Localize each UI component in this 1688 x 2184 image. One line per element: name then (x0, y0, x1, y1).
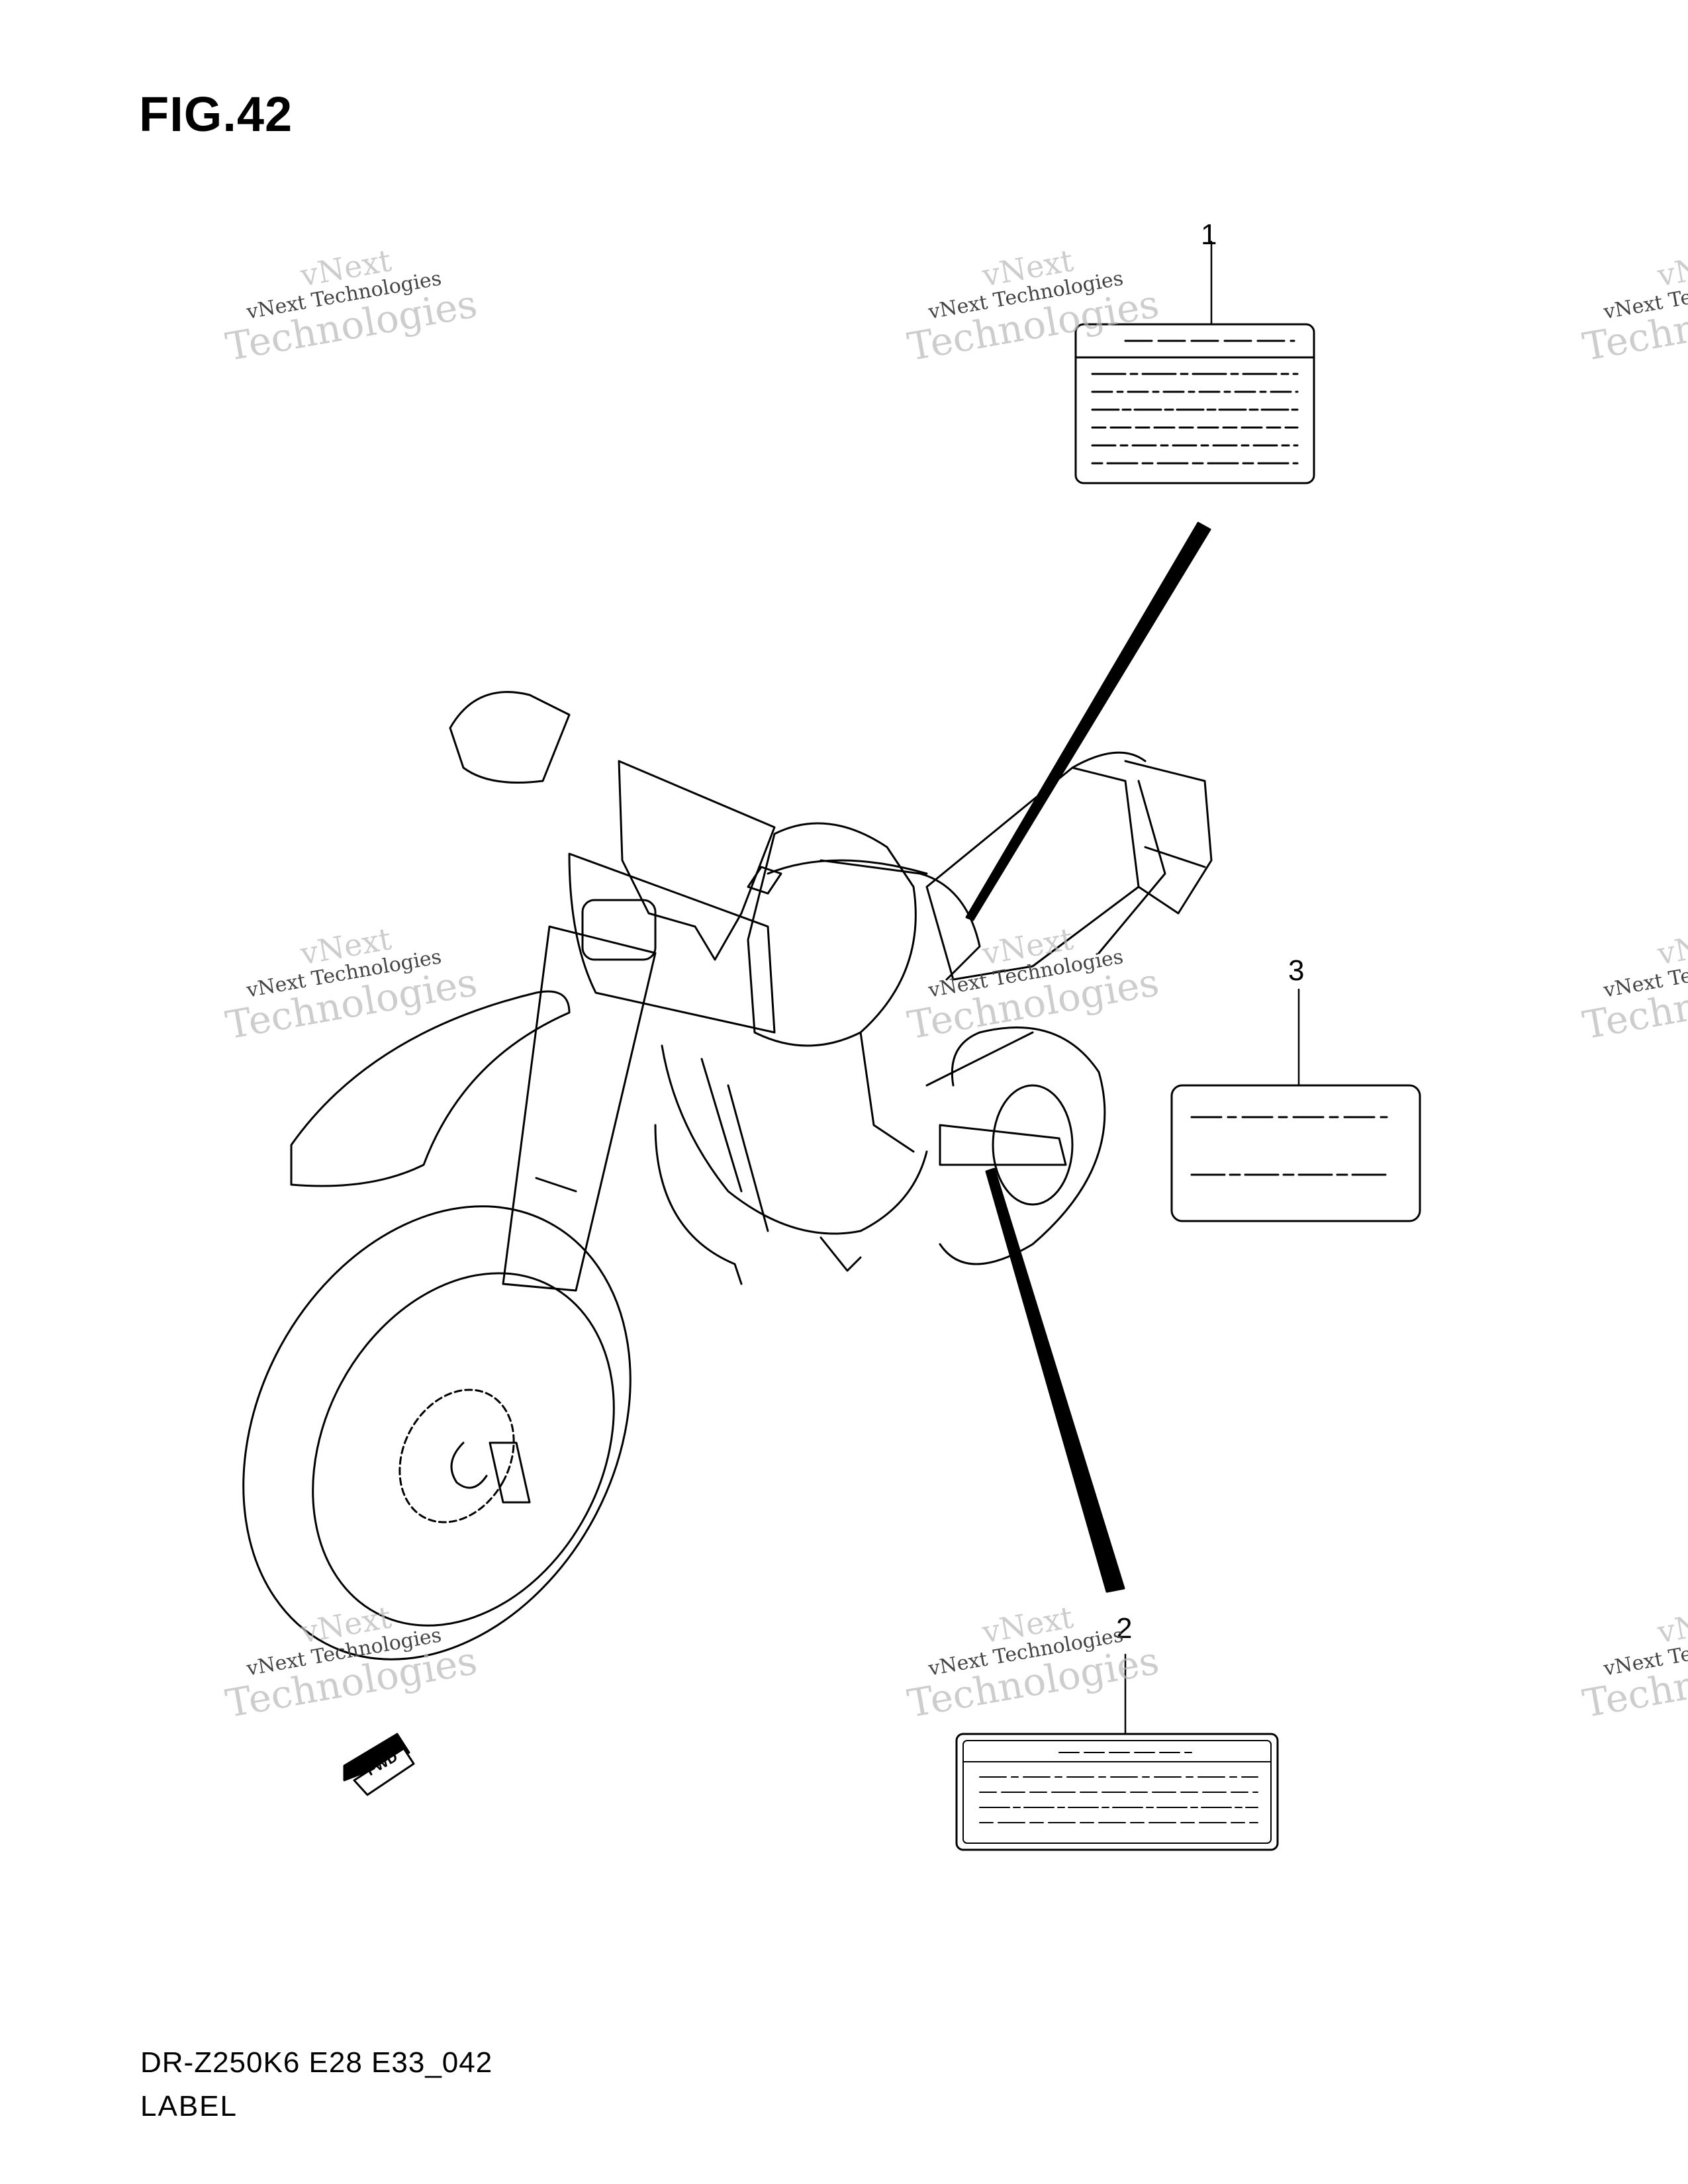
callout-1: 1 (1201, 218, 1217, 251)
label-3-sticker (1170, 988, 1421, 1222)
section-name: LABEL (140, 2090, 238, 2122)
callout-3: 3 (1288, 954, 1305, 987)
label-1-sticker (1074, 240, 1315, 484)
figure-title: FIG.42 (139, 87, 293, 142)
leader-arrows (965, 522, 1211, 1593)
label-2-sticker (955, 1653, 1279, 1851)
motorcycle-outline (242, 691, 1213, 1661)
model-code: DR-Z250K6 E28 E33_042 (140, 2046, 493, 2079)
callout-2: 2 (1116, 1612, 1133, 1645)
fwd-arrow-icon (343, 1733, 415, 1796)
